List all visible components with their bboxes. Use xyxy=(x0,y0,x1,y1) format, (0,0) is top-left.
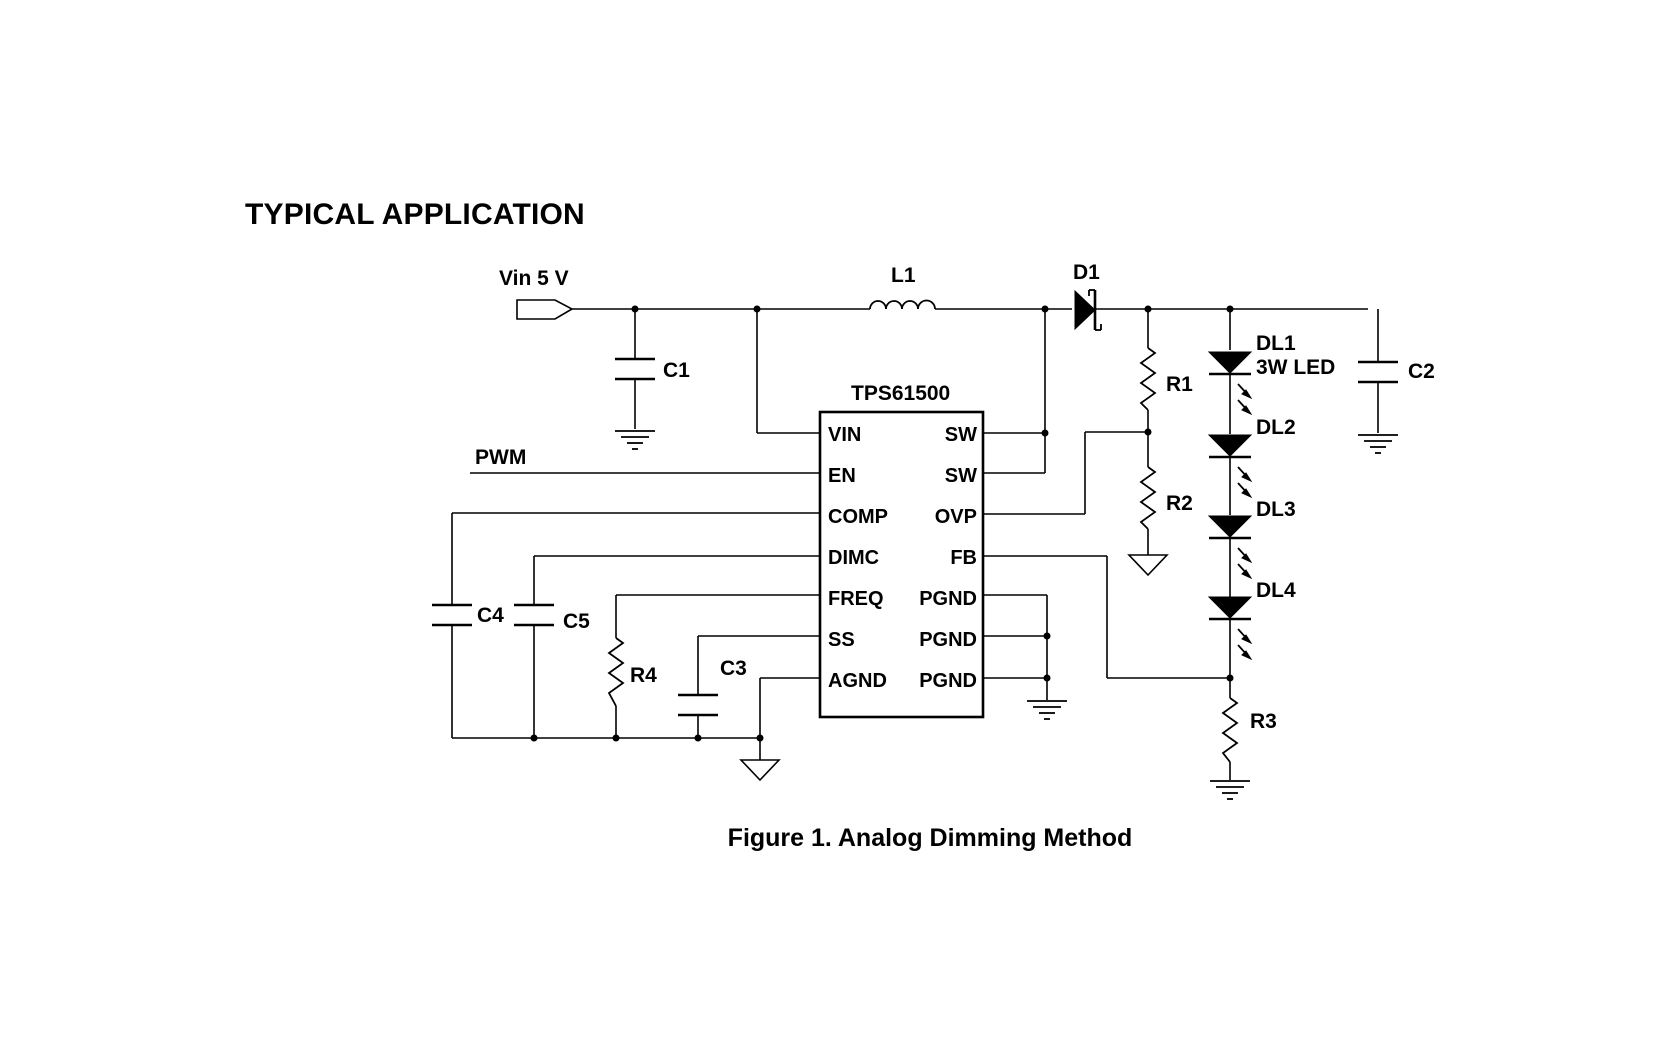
c4-capacitor xyxy=(432,603,472,627)
ground-icon xyxy=(615,430,655,450)
ic-pin-comp: COMP xyxy=(828,506,888,528)
c2-capacitor xyxy=(1358,360,1398,384)
junction-dots xyxy=(530,305,1234,742)
ic-pin-ovp: OVP xyxy=(935,506,977,528)
vin-terminal xyxy=(516,299,574,320)
dl4-label: DL4 xyxy=(1256,579,1296,602)
dl4-led xyxy=(1207,596,1253,661)
c1-label: C1 xyxy=(663,359,690,382)
r3-label: R3 xyxy=(1250,710,1277,733)
ic-name: TPS61500 xyxy=(851,382,950,405)
dl1-note: 3W LED xyxy=(1256,356,1335,379)
r1-label: R1 xyxy=(1166,373,1193,396)
c3-capacitor xyxy=(678,693,718,717)
ground-icon xyxy=(1210,780,1250,800)
dl1-label: DL1 xyxy=(1256,332,1296,355)
ic-pin-pgnd-3: PGND xyxy=(919,670,977,692)
r4-resistor xyxy=(607,637,625,707)
ground-icon xyxy=(1358,434,1398,454)
section-heading: TYPICAL APPLICATION xyxy=(245,198,585,231)
ic-pin-vin: VIN xyxy=(828,424,861,446)
pwm-label: PWM xyxy=(475,446,526,469)
dl1-led xyxy=(1207,351,1253,416)
analog-ground-icon xyxy=(739,759,781,782)
dl2-led xyxy=(1207,434,1253,499)
c1-capacitor xyxy=(615,357,655,381)
ic-pin-dimc: DIMC xyxy=(828,547,879,569)
c5-label: C5 xyxy=(563,610,590,633)
ground-icon xyxy=(1027,700,1067,720)
ic-pin-ss: SS xyxy=(828,629,855,651)
ic-pin-pgnd-2: PGND xyxy=(919,629,977,651)
l1-label: L1 xyxy=(891,264,916,287)
dl2-label: DL2 xyxy=(1256,416,1296,439)
vin-label: Vin 5 V xyxy=(499,267,569,290)
r2-label: R2 xyxy=(1166,492,1193,515)
dl3-led xyxy=(1207,515,1253,580)
ic-pin-sw-1: SW xyxy=(945,424,977,446)
ic-pin-sw-2: SW xyxy=(945,465,977,487)
d1-label: D1 xyxy=(1073,261,1100,284)
figure-caption: Figure 1. Analog Dimming Method xyxy=(728,824,1133,852)
ic-pin-pgnd-1: PGND xyxy=(919,588,977,610)
ic-tps61500 xyxy=(818,410,985,719)
r3-resistor xyxy=(1221,697,1239,763)
l1-inductor xyxy=(869,299,936,310)
r2-resistor xyxy=(1139,466,1157,530)
c5-capacitor xyxy=(514,603,554,627)
d1-diode xyxy=(1074,289,1102,331)
analog-ground-icon xyxy=(1127,554,1169,577)
r1-resistor xyxy=(1139,347,1157,411)
wires xyxy=(451,308,1379,780)
dl3-label: DL3 xyxy=(1256,498,1296,521)
ic-pin-agnd: AGND xyxy=(828,670,887,692)
c4-label: C4 xyxy=(477,604,504,627)
ic-pin-fb: FB xyxy=(950,547,977,569)
ic-pin-freq: FREQ xyxy=(828,588,884,610)
r4-label: R4 xyxy=(630,664,657,687)
ic-pin-en: EN xyxy=(828,465,856,487)
c2-label: C2 xyxy=(1408,360,1435,383)
c3-label: C3 xyxy=(720,657,747,680)
